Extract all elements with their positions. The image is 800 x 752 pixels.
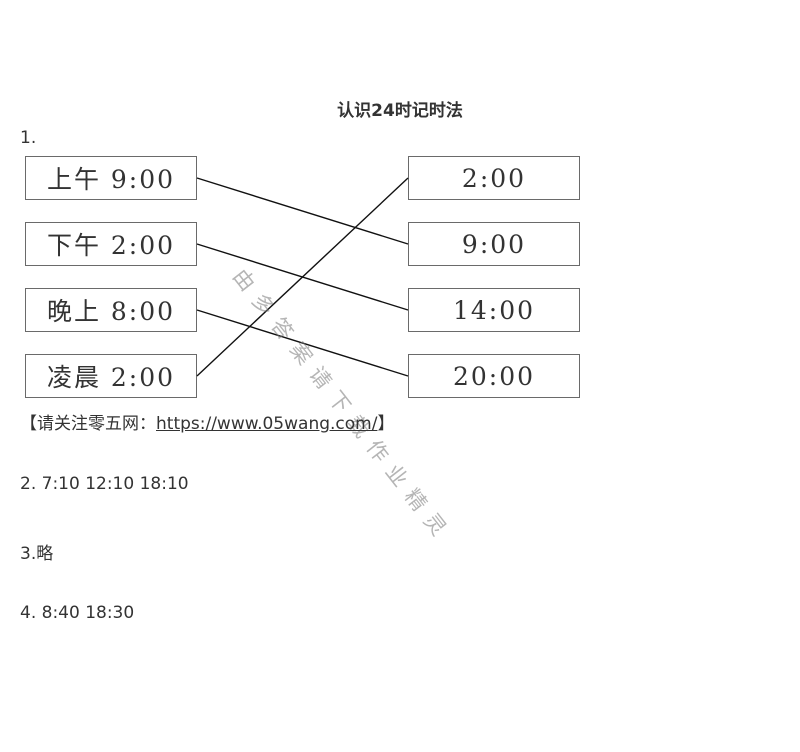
answer-3: 3.略 xyxy=(20,544,54,564)
match-line-1 xyxy=(196,177,409,245)
promo-suffix: 】 xyxy=(377,414,395,434)
left-box-2: 下午 2:00 xyxy=(25,222,197,266)
left-box-4: 凌晨 2:00 xyxy=(25,354,197,398)
right-box-4: 20:00 xyxy=(408,354,580,398)
right-box-3: 14:00 xyxy=(408,288,580,332)
right-box-1: 2:00 xyxy=(408,156,580,200)
matching-figure: 上午 9:00 下午 2:00 晚上 8:00 凌晨 2:00 2:00 9:0… xyxy=(20,150,590,408)
matching-lines xyxy=(196,177,409,377)
match-line-4 xyxy=(196,177,409,377)
answer-4: 4. 8:40 18:30 xyxy=(20,603,135,623)
promo-line: 【请关注零五网：https://www.05wang.com/】 xyxy=(20,409,394,434)
promo-link[interactable]: https://www.05wang.com/ xyxy=(156,414,378,434)
right-box-2: 9:00 xyxy=(408,222,580,266)
left-box-1: 上午 9:00 xyxy=(25,156,197,200)
match-line-3 xyxy=(196,309,409,377)
promo-prefix: 【请关注零五网： xyxy=(20,414,156,434)
question-1-number: 1. xyxy=(20,128,37,148)
answer-2: 2. 7:10 12:10 18:10 xyxy=(20,474,189,494)
page-title: 认识24时记时法 xyxy=(337,101,463,121)
left-box-3: 晚上 8:00 xyxy=(25,288,197,332)
